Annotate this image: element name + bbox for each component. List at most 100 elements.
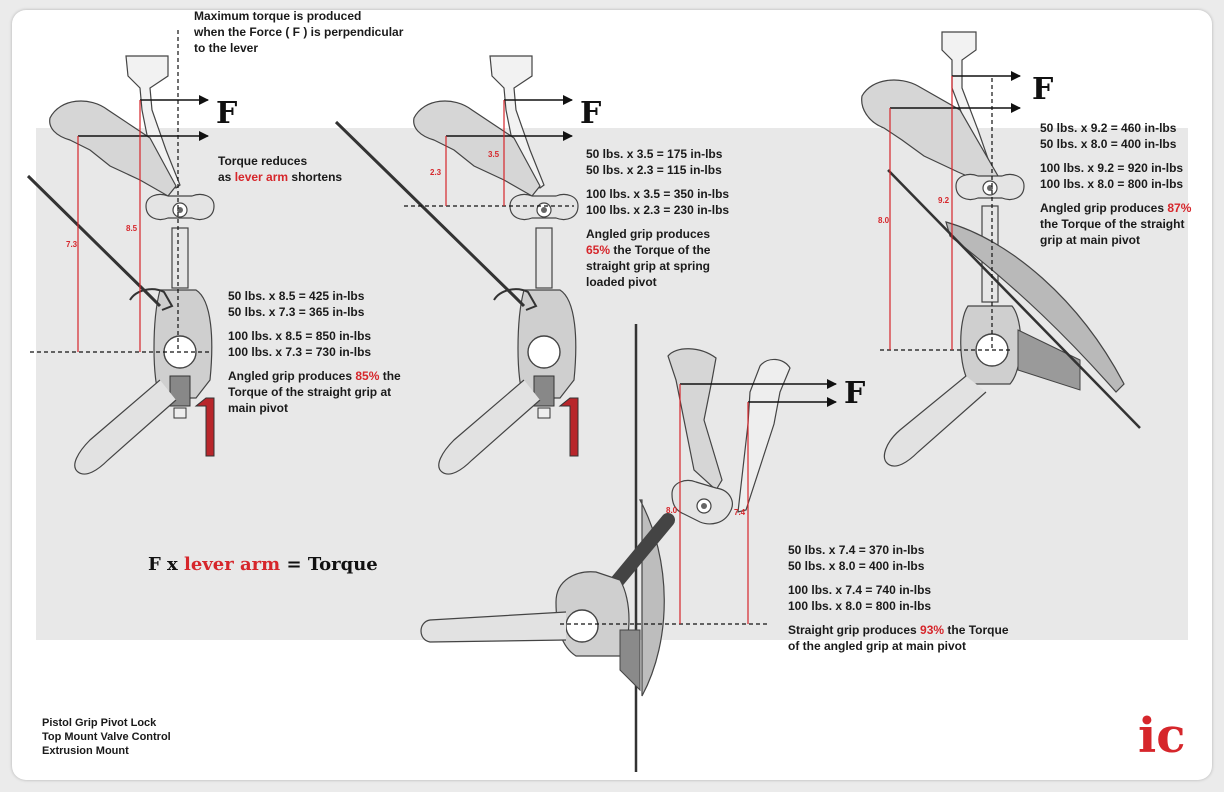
result-line: 65% the Torque of the	[586, 242, 729, 258]
dim-label: 8.0	[666, 506, 678, 515]
lever-hook	[129, 288, 174, 311]
calc-line: 100 lbs. x 2.3 = 230 in-lbs	[586, 203, 730, 217]
calc-line: 50 lbs. x 2.3 = 115 in-lbs	[586, 163, 722, 177]
result-line: the Torque of the straight	[1040, 217, 1185, 231]
grip-handle-angled	[667, 348, 723, 491]
diagram-3-calculations: 50 lbs. x 9.2 = 460 in-lbs 50 lbs. x 8.0…	[1040, 120, 1191, 248]
product-footer: Pistol Grip Pivot Lock Top Mount Valve C…	[42, 716, 171, 758]
mount-arm	[74, 379, 177, 475]
result-line: Straight grip produces 93% the Torque	[788, 622, 1009, 638]
diagram-1-calculations: 50 lbs. x 8.5 = 425 in-lbs 50 lbs. x 7.3…	[228, 288, 401, 416]
dim-label: 8.5	[126, 224, 138, 233]
diagram-1-assembly	[26, 30, 215, 475]
result-line: Angled grip produces 85% the	[228, 368, 401, 384]
result-line: straight grip at spring	[586, 259, 711, 273]
percent-highlight: 93%	[920, 623, 945, 637]
diagram-3-assembly	[861, 31, 1141, 467]
percent-highlight: 65%	[586, 243, 611, 257]
note-line: when the Force ( F ) is perpendicular	[194, 25, 404, 39]
text-run: Angled grip produces	[1040, 201, 1168, 215]
force-label-3: F	[1032, 72, 1054, 107]
diagram-4-calculations: 50 lbs. x 7.4 = 370 in-lbs 50 lbs. x 8.0…	[788, 542, 1009, 654]
note-line: Torque reduces	[218, 154, 308, 168]
text-run: the Torque	[944, 623, 1009, 637]
calc-line: 100 lbs. x 8.0 = 800 in-lbs	[788, 599, 932, 613]
calc-line: 100 lbs. x 7.4 = 740 in-lbs	[788, 583, 932, 597]
calc-line: 50 lbs. x 9.2 = 460 in-lbs	[1040, 121, 1177, 135]
mount-arm	[438, 379, 541, 475]
main-pivot	[517, 289, 577, 419]
dim-label: 9.2	[938, 196, 950, 205]
company-logo: ic	[1138, 708, 1185, 762]
extrusion-bracket	[558, 397, 579, 457]
calc-line: 100 lbs. x 7.3 = 730 in-lbs	[228, 345, 372, 359]
force-label-4: F	[844, 376, 866, 411]
dim-label: 3.5	[488, 150, 500, 159]
dim-label: 7.4	[734, 508, 746, 517]
calc-line: 50 lbs. x 3.5 = 175 in-lbs	[586, 147, 723, 161]
calc-line: 50 lbs. x 8.0 = 400 in-lbs	[788, 559, 925, 573]
diagram-2-assembly	[334, 55, 579, 475]
angled-lever	[334, 120, 526, 308]
lever-hook	[493, 288, 538, 311]
mount-arm	[883, 375, 987, 467]
note-line: Maximum torque is produced	[194, 9, 362, 23]
grip-handle-straight	[489, 55, 545, 189]
force-label-2: F	[580, 96, 602, 131]
grip-handle-straight	[125, 55, 181, 189]
dim-label: 7.3	[66, 240, 78, 249]
result-line: main pivot	[228, 401, 289, 415]
text-run: F x	[148, 554, 185, 575]
text-run: = Torque	[280, 554, 378, 575]
main-pivot	[555, 571, 641, 692]
dim-label: 2.3	[430, 168, 442, 177]
logo-text: ic	[1138, 708, 1185, 762]
torque-formula: F x lever arm = Torque	[148, 554, 378, 575]
result-line: Torque of the straight grip at	[228, 385, 392, 399]
shaft	[535, 227, 553, 289]
calc-line: 50 lbs. x 8.5 = 425 in-lbs	[228, 289, 365, 303]
grip-handle-straight	[737, 358, 791, 513]
angled-lever	[26, 174, 162, 308]
note-max-torque: Maximum torque is produced when the Forc…	[194, 8, 403, 56]
mount-plate	[945, 221, 1125, 393]
calc-line: 100 lbs. x 8.5 = 850 in-lbs	[228, 329, 372, 343]
text-run: the Torque of the	[610, 243, 711, 257]
note-line: to the lever	[194, 41, 259, 55]
text-run: Angled grip produces	[228, 369, 356, 383]
result-line: loaded pivot	[586, 275, 657, 289]
result-line: Angled grip produces 87%	[1040, 200, 1191, 216]
percent-highlight: 87%	[1167, 201, 1192, 215]
text-run: the	[379, 369, 401, 383]
main-pivot	[153, 289, 213, 419]
result-line: grip at main pivot	[1040, 233, 1141, 247]
text-run: as	[218, 170, 235, 184]
spring-pivot	[509, 193, 579, 221]
force-label-1: F	[216, 96, 238, 131]
extrusion-bracket	[194, 397, 215, 457]
calc-line: 50 lbs. x 8.0 = 400 in-lbs	[1040, 137, 1177, 151]
result-line: of the angled grip at main pivot	[788, 639, 967, 653]
lever-arm-highlight: lever arm	[184, 554, 281, 575]
diagram-2-calculations: 50 lbs. x 3.5 = 175 in-lbs 50 lbs. x 2.3…	[586, 146, 729, 290]
text-run: shortens	[288, 170, 343, 184]
calc-line: 100 lbs. x 3.5 = 350 in-lbs	[586, 187, 730, 201]
calc-line: 100 lbs. x 8.0 = 800 in-lbs	[1040, 177, 1184, 191]
footer-line: Top Mount Valve Control	[42, 731, 171, 743]
calc-line: 50 lbs. x 7.4 = 370 in-lbs	[788, 543, 925, 557]
diagram-4-assembly	[420, 324, 837, 772]
spring-pivot	[671, 479, 733, 525]
result-line: Angled grip produces	[586, 227, 711, 241]
text-run: Straight grip produces	[788, 623, 921, 637]
calc-line: 100 lbs. x 9.2 = 920 in-lbs	[1040, 161, 1184, 175]
shaft	[171, 227, 189, 289]
mount-arm	[420, 611, 567, 643]
footer-line: Pistol Grip Pivot Lock	[42, 717, 157, 729]
note-torque-reduces: Torque reduces as lever arm shortens	[218, 153, 342, 185]
footer-line: Extrusion Mount	[42, 745, 129, 757]
calc-line: 50 lbs. x 7.3 = 365 in-lbs	[228, 305, 365, 319]
angled-lever	[887, 169, 1141, 429]
spring-pivot	[145, 193, 215, 221]
percent-highlight: 85%	[355, 369, 380, 383]
